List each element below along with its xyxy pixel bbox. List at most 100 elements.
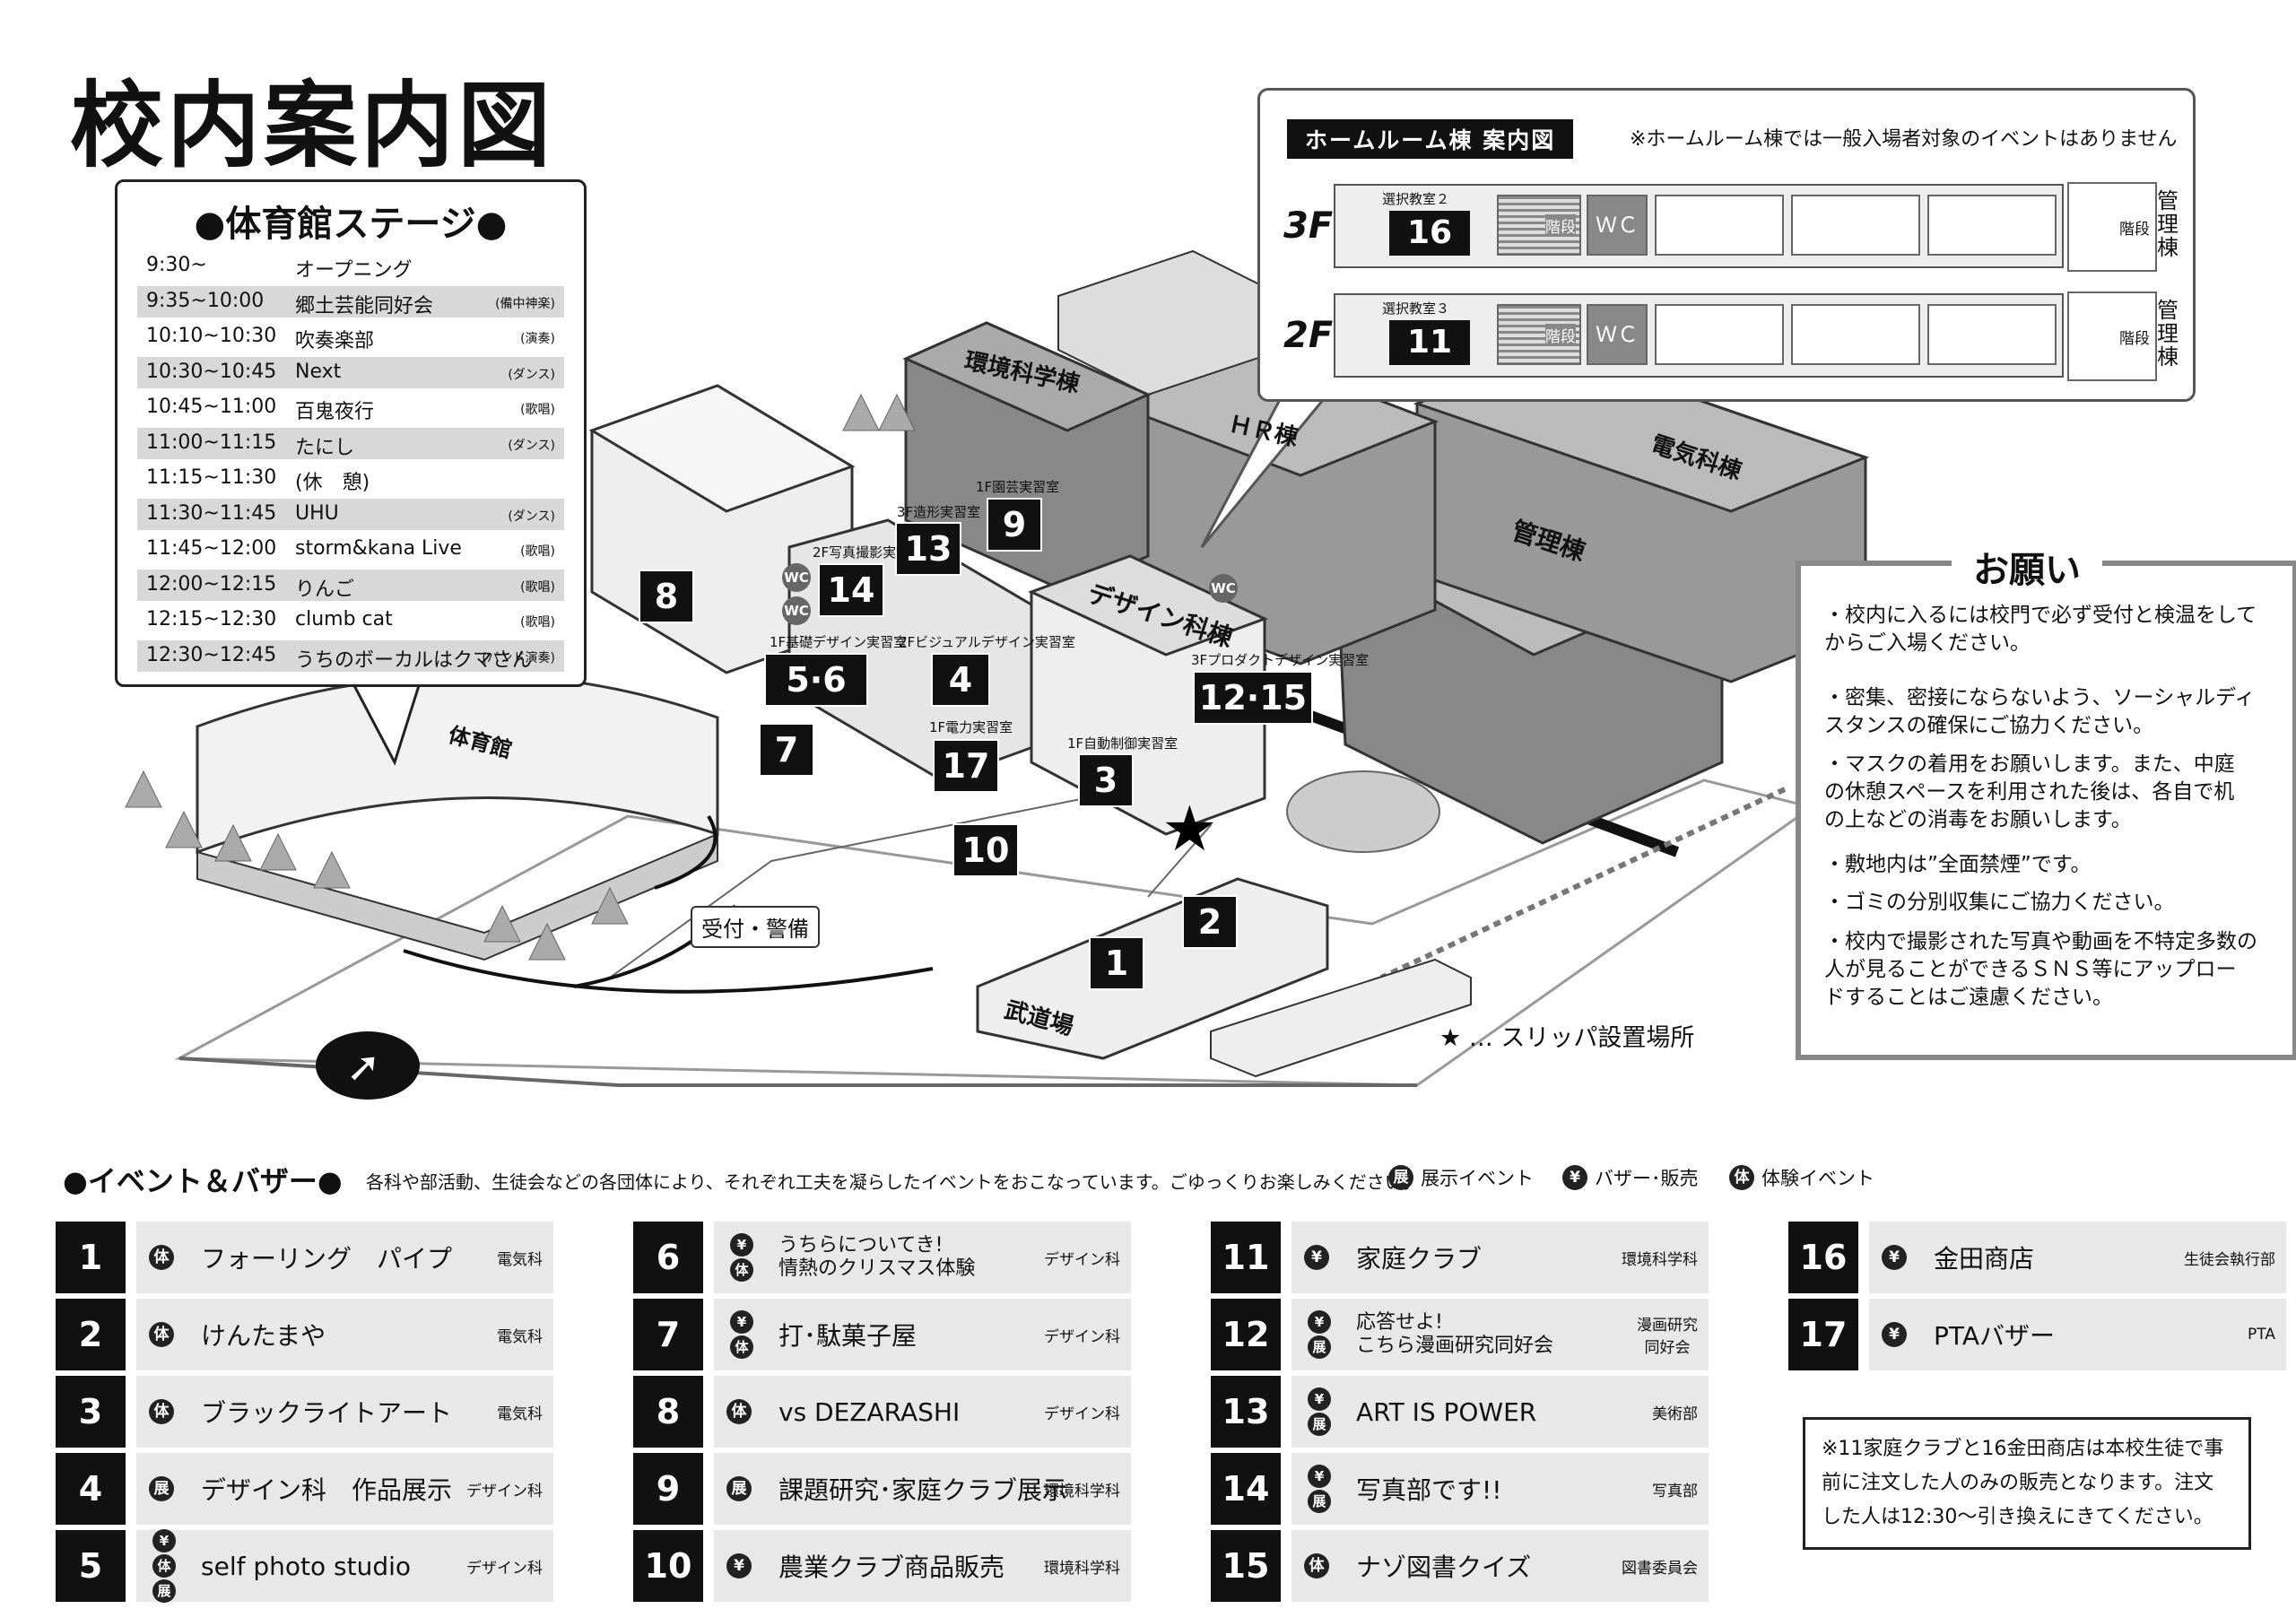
event-organizer: 美術部	[1652, 1405, 1698, 1423]
stage-time: 12:30~12:45	[146, 643, 277, 666]
map-marker-12-15[interactable]: 12·15	[1193, 671, 1313, 725]
stage-time: 11:45~12:00	[146, 537, 277, 560]
hr-panel-note: ※ホームルーム棟では一般入場者対象のイベントはありません	[1630, 128, 2178, 151]
event-name: PTAバザー	[1934, 1321, 2055, 1351]
floor-3f-label: 3F	[1283, 205, 1334, 247]
event-name: 応答せよ! こちら漫画研究同好会	[1356, 1311, 1554, 1357]
event-type-icons: ¥	[726, 1530, 759, 1602]
stage-title: ●体育館ステージ●	[194, 204, 508, 245]
events-heading: ●イベント＆バザー●	[63, 1164, 343, 1198]
room-label-zokei: 3F造形実習室	[897, 504, 981, 520]
stage-performer: 郷土芸能同好会	[295, 294, 434, 317]
event-type-icons: ¥体	[726, 1299, 757, 1370]
bazaar-icon: ¥	[1304, 1245, 1329, 1270]
hr-room-11[interactable]: 11	[1389, 320, 1470, 365]
bazaar-icon: ¥	[1308, 1310, 1331, 1334]
legend-experience-label: 体験イベント	[1761, 1168, 1874, 1189]
event-detail: ¥体うちらについてき! 情熱のクリスマス体験デザイン科	[714, 1222, 1131, 1293]
event-type-icons: ¥	[1304, 1222, 1336, 1293]
event-organizer: 生徒会執行部	[2184, 1250, 2275, 1269]
floor-3f-plan: 選択教室２ 16 階段 ＷＣ	[1334, 184, 2064, 268]
map-marker-1[interactable]: 1	[1089, 936, 1144, 990]
event-organizer: デザイン科	[1044, 1250, 1120, 1269]
event-organizer: 環境科学科	[1622, 1250, 1698, 1269]
map-marker-14[interactable]: 14	[818, 563, 884, 617]
experience-icon: 体	[1304, 1553, 1329, 1579]
wc-marker-3: WC	[1209, 574, 1238, 603]
event-type-icons: ¥展	[1304, 1376, 1335, 1448]
event-detail: ¥家庭クラブ環境科学科	[1292, 1222, 1709, 1293]
map-marker-2[interactable]: 2	[1182, 895, 1238, 949]
event-type-icons: 体	[149, 1299, 181, 1370]
boundary-fence	[1379, 787, 1787, 980]
stage-time: 11:30~11:45	[146, 501, 277, 525]
event-number: 6	[633, 1222, 703, 1293]
side-stairs-2f: 階段	[2067, 291, 2157, 381]
wc-2f: ＷＣ	[1587, 304, 1648, 365]
bazaar-icon: ¥	[1882, 1245, 1907, 1270]
request-item: ・ゴミの分別収集にご協力ください。	[1824, 891, 2175, 914]
map-marker-10[interactable]: 10	[952, 823, 1019, 877]
stage-performer: 吹奏楽部	[295, 330, 375, 352]
event-detail: 展課題研究･家庭クラブ展示環境科学科	[714, 1453, 1131, 1525]
event-number: 11	[1211, 1222, 1281, 1293]
budo-building	[976, 877, 1329, 1060]
event-name: 課題研究･家庭クラブ展示	[778, 1475, 1068, 1505]
map-marker-13[interactable]: 13	[895, 522, 961, 576]
event-number: 1	[56, 1222, 126, 1293]
stage-performer: 百鬼夜行	[295, 401, 375, 423]
map-marker-9[interactable]: 9	[987, 498, 1042, 552]
wc-marker-2: WC	[782, 596, 811, 625]
request-item: ・マスクの着用をお願いします。また、中庭 の休憩スペースを利用された後は、各自で…	[1824, 752, 2256, 831]
experience-icon: 体	[726, 1399, 752, 1424]
exhibit-icon: 展	[1308, 1490, 1331, 1513]
event-organizer: デザイン科	[1044, 1327, 1120, 1346]
room-label-kiso: 1F基礎デザイン実習室	[770, 634, 908, 650]
stage-row: 11:15~11:30(休 憩)	[137, 463, 564, 494]
bazaar-icon: ¥	[1308, 1387, 1331, 1411]
event-name: けんたまや	[201, 1321, 326, 1351]
map-marker-7[interactable]: 7	[759, 723, 814, 777]
room-label-product: 3Fプロダクトデザイン実習室	[1191, 652, 1370, 668]
event-name: 金田商店	[1934, 1244, 2035, 1274]
exhibit-icon: 展	[1308, 1335, 1331, 1359]
event-organizer: 図書委員会	[1622, 1559, 1698, 1578]
event-organizer: 漫画研究 同好会	[1637, 1317, 1698, 1357]
classroom	[1927, 304, 2057, 365]
stairs-3f: 階段	[1497, 195, 1581, 256]
map-marker-8[interactable]: 8	[639, 570, 694, 623]
event-type-icons: 体	[1304, 1530, 1336, 1602]
event-organizer: デザイン科	[466, 1559, 543, 1578]
exhibit-icon: 展	[726, 1476, 752, 1501]
map-marker-3[interactable]: 3	[1078, 753, 1134, 807]
event-detail: ¥展写真部です!!写真部	[1292, 1453, 1709, 1525]
trees	[125, 393, 916, 961]
legend-bazaar-label: バザー･販売	[1595, 1168, 1699, 1189]
event-detail: 体ブラックライトアート電気科	[136, 1376, 553, 1448]
kanri-label-2f: 管理棟	[2157, 298, 2179, 370]
stairs-label: 階段	[2119, 221, 2150, 239]
event-detail: 体けんたまや電気科	[136, 1299, 553, 1370]
hr-room-16[interactable]: 16	[1389, 211, 1470, 256]
legend-bazaar: ¥バザー･販売	[1562, 1164, 1699, 1191]
event-organizer: 電気科	[497, 1250, 543, 1269]
event-name: フォーリング パイプ	[201, 1244, 453, 1274]
map-marker-5-6[interactable]: 5·6	[764, 653, 868, 707]
side-stairs-3f: 階段	[2067, 182, 2157, 272]
event-type-icons: ¥	[1882, 1299, 1914, 1370]
experience-icon: 体	[730, 1335, 753, 1359]
event-name: ナゾ図書クイズ	[1356, 1552, 1532, 1582]
classroom	[1791, 195, 1920, 256]
map-marker-4[interactable]: 4	[931, 653, 990, 707]
map-marker-17[interactable]: 17	[933, 739, 999, 793]
exhibit-icon: 展	[1308, 1413, 1331, 1436]
event-detail: 体フォーリング パイプ電気科	[136, 1222, 553, 1293]
stage-time: 9:35~10:00	[146, 289, 265, 312]
stairs-2f: 階段	[1497, 304, 1581, 365]
event-number: 5	[56, 1530, 126, 1602]
legend-experience: 体体験イベント	[1729, 1164, 1874, 1191]
experience-icon: 体	[1729, 1165, 1754, 1190]
